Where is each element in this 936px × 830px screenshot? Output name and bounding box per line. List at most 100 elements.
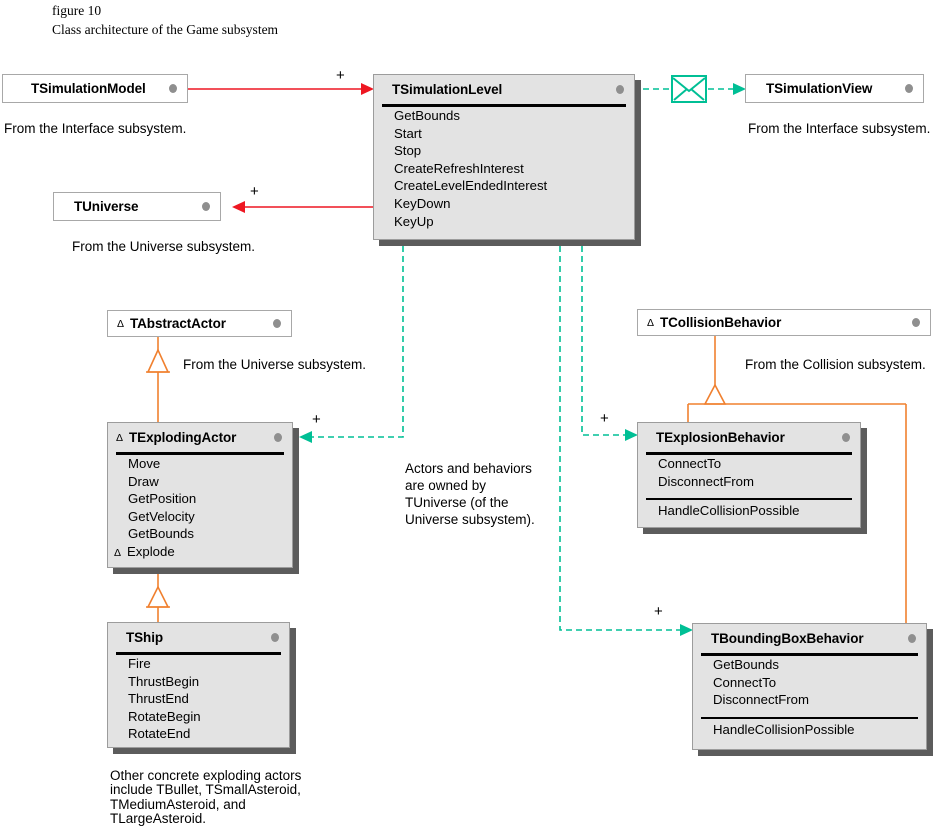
title-separator <box>701 653 918 656</box>
abstract-delta-icon: Δ <box>117 317 125 330</box>
class-name: TSimulationLevel <box>392 82 503 97</box>
abstract-delta-icon: Δ <box>647 316 655 329</box>
arrowhead-icon <box>299 431 312 443</box>
method-label: ThrustBegin <box>128 673 200 689</box>
method-label: DisconnectFrom <box>658 473 755 489</box>
dashed-line <box>581 246 627 436</box>
note-interface-left: From the Interface subsystem. <box>4 121 187 136</box>
member-dot-icon <box>616 85 624 94</box>
note-universe-mid: From the Universe subsystem. <box>183 357 367 372</box>
method-label: Start <box>394 125 422 141</box>
member-dot-icon <box>908 634 916 643</box>
inheritance-triangle-icon <box>146 585 170 608</box>
class-name: TSimulationModel <box>31 81 146 96</box>
member-dot-icon <box>271 633 279 642</box>
method-label: GetBounds <box>394 108 460 123</box>
method-label: GetBounds <box>128 526 194 542</box>
class-box-tship: TShip Fire ThrustBegin ThrustEnd RotateB… <box>107 622 290 748</box>
member-dot-icon <box>912 318 920 327</box>
class-box-tboundingboxbehavior: TBoundingBoxBehavior GetBounds ConnectTo… <box>692 623 927 750</box>
class-box-texplodingactor: Δ TExplodingActor Move Draw GetPosition … <box>107 422 293 568</box>
method-label: HandleCollisionPossible <box>713 721 855 737</box>
class-name: TSimulationView <box>766 81 873 96</box>
note-line: Actors and behaviors <box>405 461 532 476</box>
method-label: ConnectTo <box>713 674 777 690</box>
class-box-tabstractactor: Δ TAbstractActor <box>107 310 292 337</box>
method-label: DisconnectFrom <box>713 692 810 708</box>
override-separator <box>646 498 852 501</box>
note-line: are owned by <box>405 478 487 493</box>
method-label: GetBounds <box>713 657 779 672</box>
method-label: HandleCollisionPossible <box>658 503 800 519</box>
class-box-texplosionbehavior: TExplosionBehavior ConnectTo DisconnectF… <box>637 422 861 528</box>
inheritance-abstractactor-to-explodingactor <box>146 337 170 422</box>
envelope-icon <box>671 75 707 103</box>
method-label: GetPosition <box>128 491 197 507</box>
class-name: TExplodingActor <box>129 430 237 445</box>
method-label: RotateEnd <box>128 726 191 742</box>
member-dot-icon <box>202 202 210 211</box>
note-collision: From the Collision subsystem. <box>745 357 926 372</box>
method-label: GetVelocity <box>128 508 195 524</box>
figure-title: Class architecture of the Game subsystem <box>52 22 279 37</box>
override-separator <box>701 716 918 719</box>
class-name: TShip <box>126 630 163 645</box>
class-box-tsimulationlevel: TSimulationLevel GetBounds Start Stop Cr… <box>373 74 635 240</box>
dashed-line <box>309 246 404 438</box>
method-label: Stop <box>394 143 422 159</box>
member-dot-icon <box>842 433 850 442</box>
class-name: TAbstractActor <box>130 316 226 331</box>
member-dot-icon <box>274 433 282 442</box>
method-label: ConnectTo <box>658 456 722 471</box>
title-separator <box>382 104 626 107</box>
arrowhead-icon <box>232 201 245 213</box>
notification-level-to-view <box>643 75 746 103</box>
method-label: KeyUp <box>394 213 434 229</box>
class-name: TBoundingBoxBehavior <box>711 631 864 646</box>
method-label: Fire <box>128 656 151 671</box>
note-line: Other concrete exploding actors <box>110 768 302 783</box>
note-line: Universe subsystem). <box>405 512 535 527</box>
figure-label: figure 10 <box>52 3 102 18</box>
multiplicity-label: + <box>654 603 663 620</box>
title-separator <box>646 452 852 455</box>
class-box-tsimulationmodel: TSimulationModel <box>2 74 188 103</box>
multiplicity-label: + <box>312 411 321 428</box>
method-label: Draw <box>128 473 159 489</box>
multiplicity-label: + <box>250 183 259 200</box>
inheritance-triangle-icon <box>703 383 727 405</box>
method-label: KeyDown <box>394 195 451 211</box>
abstract-delta-icon: Δ <box>116 431 124 444</box>
abstract-delta-icon: Δ <box>114 546 122 559</box>
envelope-back-flap <box>673 88 705 101</box>
inheritance-explodingactor-to-ship <box>146 574 170 622</box>
note-line: TUniverse (of the <box>405 495 509 510</box>
method-name: Explode <box>127 543 175 559</box>
class-name: TExplosionBehavior <box>656 430 785 445</box>
note-interface-right: From the Interface subsystem. <box>748 121 931 136</box>
envelope-flap <box>672 77 706 93</box>
member-dot-icon <box>169 84 177 93</box>
ownership-level-to-explosionbehavior <box>581 246 638 441</box>
title-separator <box>116 452 284 455</box>
class-box-tcollisionbehavior: Δ TCollisionBehavior <box>637 309 931 336</box>
method-label: ThrustEnd <box>128 691 189 707</box>
note-other-actors: Other concrete exploding actors include … <box>110 768 302 826</box>
method-label: CreateRefreshInterest <box>394 160 524 176</box>
note-universe-upper: From the Universe subsystem. <box>72 239 256 254</box>
method-label: Δ Explode <box>108 543 292 563</box>
inheritance-triangle-icon <box>146 348 170 373</box>
class-box-tsimulationview: TSimulationView <box>745 74 924 103</box>
title-separator <box>116 652 281 655</box>
method-label: Move <box>128 456 161 471</box>
figure-caption-block: figure 10 Class architecture of the Game… <box>52 1 278 39</box>
class-name: TCollisionBehavior <box>660 315 782 330</box>
class-name: TUniverse <box>74 199 139 214</box>
multiplicity-label: + <box>336 67 345 84</box>
note-line: TMediumAsteroid, and <box>110 796 246 812</box>
association-model-to-level <box>188 83 374 95</box>
member-dot-icon <box>273 319 281 328</box>
member-dot-icon <box>905 84 913 93</box>
note-line: include TBullet, TSmallAsteroid, <box>110 782 301 798</box>
